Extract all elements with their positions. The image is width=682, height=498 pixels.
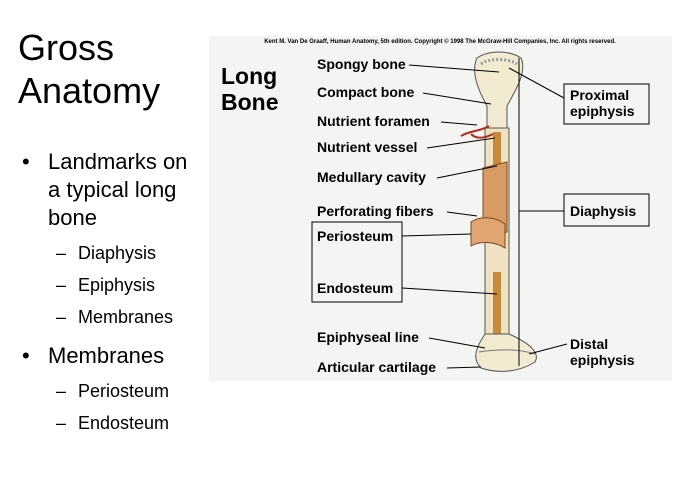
left-labels: Spongy bone Compact bone Nutrient forame… bbox=[311, 56, 500, 375]
label-periosteum: Periosteum bbox=[317, 228, 393, 244]
sub-bullet-item: Periosteum bbox=[20, 380, 205, 402]
long-bone-figure: Kent M. Van De Graaff, Human Anatomy, 5t… bbox=[209, 36, 672, 381]
label-distal-epiphysis-line-1: Distal bbox=[570, 336, 608, 352]
figure-heading-line-1: Long bbox=[221, 63, 277, 89]
label-proximal-epiphysis-line-1: Proximal bbox=[570, 87, 629, 103]
label-epiphyseal-line: Epiphyseal line bbox=[317, 329, 419, 345]
label-compact-bone: Compact bone bbox=[317, 84, 414, 100]
label-medullary-cavity: Medullary cavity bbox=[317, 169, 426, 185]
figure-heading-line-2: Bone bbox=[221, 89, 279, 115]
label-distal-epiphysis-line-2: epiphysis bbox=[570, 352, 635, 368]
sub-bullet-item: Membranes bbox=[20, 306, 205, 328]
label-diaphysis: Diaphysis bbox=[570, 203, 636, 219]
label-nutrient-vessel: Nutrient vessel bbox=[317, 139, 417, 155]
label-proximal-epiphysis-line-2: epiphysis bbox=[570, 103, 635, 119]
label-articular-cartilage: Articular cartilage bbox=[317, 359, 436, 375]
bullet-item: Landmarks on a typical long bone bbox=[20, 148, 205, 232]
slide-title-line-1: Gross bbox=[18, 27, 115, 68]
sub-bullet-item: Diaphysis bbox=[20, 242, 205, 264]
label-spongy-bone: Spongy bone bbox=[317, 56, 406, 72]
label-nutrient-foramen: Nutrient foramen bbox=[317, 113, 430, 129]
slide-title: Gross Anatomy bbox=[18, 26, 160, 112]
slide-title-line-2: Anatomy bbox=[18, 70, 161, 111]
label-endosteum: Endosteum bbox=[317, 280, 393, 296]
bone-illustration bbox=[460, 51, 537, 372]
sub-bullet-item: Epiphysis bbox=[20, 274, 205, 296]
right-labels: Proximal epiphysis Diaphysis Distal epip… bbox=[508, 58, 650, 368]
bullet-item: Membranes bbox=[20, 342, 205, 370]
sub-bullet-item: Endosteum bbox=[20, 412, 205, 434]
bullet-list: Landmarks on a typical long bone Diaphys… bbox=[20, 148, 205, 444]
figure-credit: Kent M. Van De Graaff, Human Anatomy, 5t… bbox=[264, 38, 616, 45]
label-perforating-fibers: Perforating fibers bbox=[317, 203, 434, 219]
